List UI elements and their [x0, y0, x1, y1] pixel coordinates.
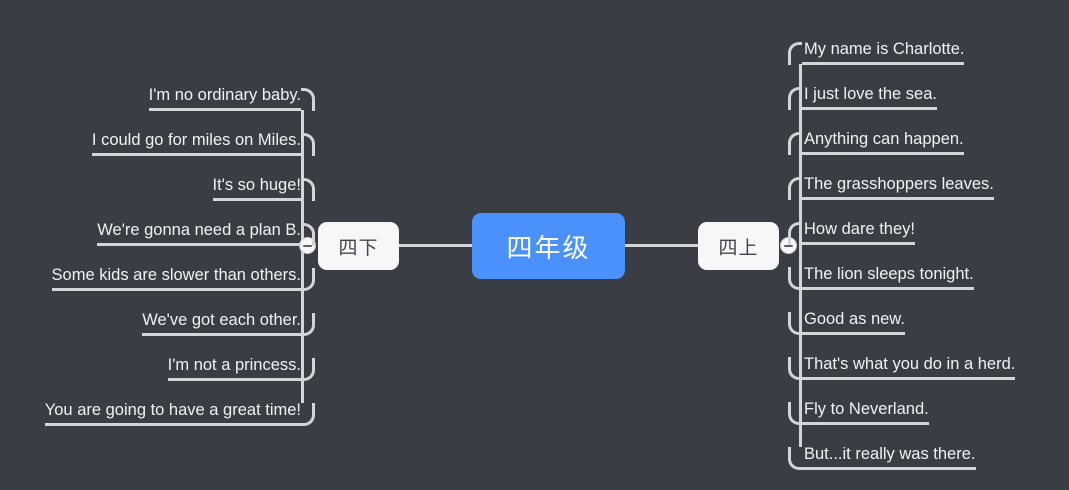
- leaf-node-label: I could go for miles on Miles.: [91, 131, 301, 149]
- leaf-underline: [91, 153, 301, 156]
- branch-node-right[interactable]: 四上: [698, 222, 779, 270]
- leaf-connector-elbow: [301, 403, 315, 426]
- branch-spine-right: [799, 64, 802, 447]
- leaf-node[interactable]: That's what you do in a herd.: [788, 335, 1027, 380]
- leaf-node-label: But...it really was there.: [804, 445, 976, 463]
- leaf-underline: [802, 197, 994, 200]
- leaf-node[interactable]: Some kids are slower than others.: [38, 246, 315, 291]
- branch-node-left[interactable]: 四下: [318, 222, 399, 270]
- leaf-node-label: How dare they!: [804, 220, 915, 238]
- leaf-connector-elbow: [788, 132, 802, 155]
- leaf-underline: [148, 108, 301, 111]
- leaf-underline: [802, 377, 1016, 380]
- root-node-label: 四年级: [506, 232, 591, 263]
- leaf-node[interactable]: We're gonna need a plan B.: [83, 201, 315, 246]
- leaf-connector-elbow: [788, 42, 802, 65]
- leaf-underline: [802, 422, 929, 425]
- leaf-connector-elbow: [301, 88, 315, 111]
- leaf-node[interactable]: The grasshoppers leaves.: [788, 155, 1006, 200]
- leaf-node-label: Fly to Neverland.: [804, 400, 929, 418]
- leaf-connector-elbow: [788, 222, 802, 245]
- leaf-underline: [51, 288, 301, 291]
- leaf-underline: [802, 332, 905, 335]
- leaf-underline: [142, 333, 301, 336]
- leaf-connector-elbow: [788, 177, 802, 200]
- leaf-node[interactable]: Good as new.: [788, 290, 917, 335]
- leaf-connector-elbow: [301, 178, 315, 201]
- leaf-connector-elbow: [788, 87, 802, 110]
- leaf-node[interactable]: I just love the sea.: [788, 65, 949, 110]
- branch-node-right-label: 四上: [718, 237, 759, 259]
- leaf-node-label: I just love the sea.: [804, 85, 937, 103]
- leaf-node[interactable]: My name is Charlotte.: [788, 20, 976, 65]
- leaf-node[interactable]: I could go for miles on Miles.: [78, 111, 315, 156]
- leaf-connector-elbow: [301, 133, 315, 156]
- leaf-connector-elbow: [301, 358, 315, 381]
- leaf-connector-elbow: [788, 357, 802, 380]
- leaf-node-label: You are going to have a great time!: [44, 401, 301, 419]
- leaf-node-label: That's what you do in a herd.: [804, 355, 1016, 373]
- leaf-node-label: I'm no ordinary baby.: [148, 86, 301, 104]
- leaf-connector-elbow: [301, 223, 315, 246]
- leaf-connector-elbow: [301, 313, 315, 336]
- leaf-node[interactable]: I'm no ordinary baby.: [135, 66, 315, 111]
- branch-spine-left: [301, 110, 304, 403]
- leaf-node[interactable]: Fly to Neverland.: [788, 380, 941, 425]
- leaf-underline: [167, 378, 301, 381]
- leaf-node[interactable]: You are going to have a great time!: [31, 381, 315, 426]
- leaf-node-label: We're gonna need a plan B.: [97, 221, 301, 239]
- leaf-node[interactable]: How dare they!: [788, 200, 927, 245]
- leaf-node[interactable]: The lion sleeps tonight.: [788, 245, 986, 290]
- root-node[interactable]: 四年级: [472, 213, 625, 279]
- leaf-node[interactable]: I'm not a princess.: [154, 336, 315, 381]
- leaf-node-label: The lion sleeps tonight.: [804, 265, 974, 283]
- leaf-underline: [802, 152, 964, 155]
- leaf-underline: [44, 423, 301, 426]
- leaf-connector-elbow: [788, 447, 802, 470]
- leaf-node[interactable]: It's so huge!: [199, 156, 315, 201]
- leaf-node[interactable]: Anything can happen.: [788, 110, 976, 155]
- trunk-line-right: [624, 244, 699, 247]
- leaf-underline: [802, 287, 974, 290]
- leaf-connector-elbow: [301, 268, 315, 291]
- leaf-node-label: My name is Charlotte.: [804, 40, 965, 58]
- leaf-connector-elbow: [788, 267, 802, 290]
- leaf-node-label: We've got each other.: [142, 311, 301, 329]
- branch-node-left-label: 四下: [338, 237, 379, 259]
- leaf-node-label: Anything can happen.: [804, 130, 964, 148]
- leaf-node[interactable]: We've got each other.: [128, 291, 315, 336]
- minus-icon: [784, 244, 793, 247]
- leaf-connector-elbow: [788, 312, 802, 335]
- leaf-underline: [802, 107, 937, 110]
- trunk-line-left: [399, 244, 473, 247]
- leaf-node-label: Good as new.: [804, 310, 905, 328]
- leaf-connector-elbow: [788, 402, 802, 425]
- leaf-underline: [802, 467, 976, 470]
- leaf-underline: [212, 198, 301, 201]
- leaf-node-label: The grasshoppers leaves.: [804, 175, 994, 193]
- leaf-underline: [802, 62, 965, 65]
- leaf-node-label: I'm not a princess.: [167, 356, 301, 374]
- leaf-underline: [97, 243, 301, 246]
- leaf-underline: [802, 242, 915, 245]
- leaf-node-label: It's so huge!: [212, 176, 301, 194]
- leaf-node[interactable]: But...it really was there.: [788, 425, 988, 470]
- leaf-node-label: Some kids are slower than others.: [51, 266, 301, 284]
